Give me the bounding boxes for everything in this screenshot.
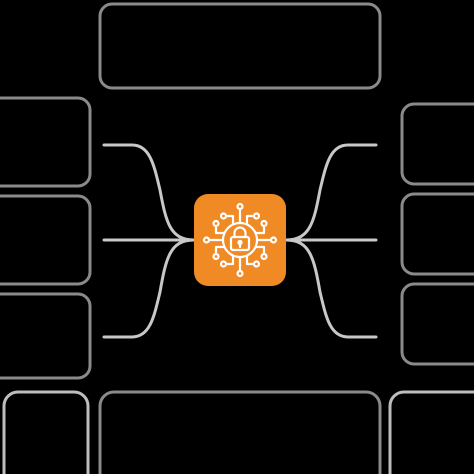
- bottom-center-box: [98, 390, 382, 474]
- connectors: [102, 143, 378, 339]
- circuit-lock-icon: [202, 202, 278, 278]
- right-top-box: [400, 102, 474, 186]
- left-top-box: [0, 96, 92, 188]
- hub: [194, 194, 286, 286]
- connector-left-bottom: [102, 238, 196, 339]
- left-middle-box: [0, 194, 92, 286]
- connector-left-top: [102, 143, 196, 242]
- bottom-left-box: [2, 390, 90, 474]
- bottom-right-box: [388, 390, 474, 474]
- right-bottom-box: [400, 282, 474, 366]
- top-center-box: [98, 2, 382, 90]
- right-middle-box: [400, 192, 474, 276]
- left-bottom-box: [0, 292, 92, 380]
- connector-right-bottom: [284, 238, 378, 339]
- connector-right-top: [284, 143, 378, 242]
